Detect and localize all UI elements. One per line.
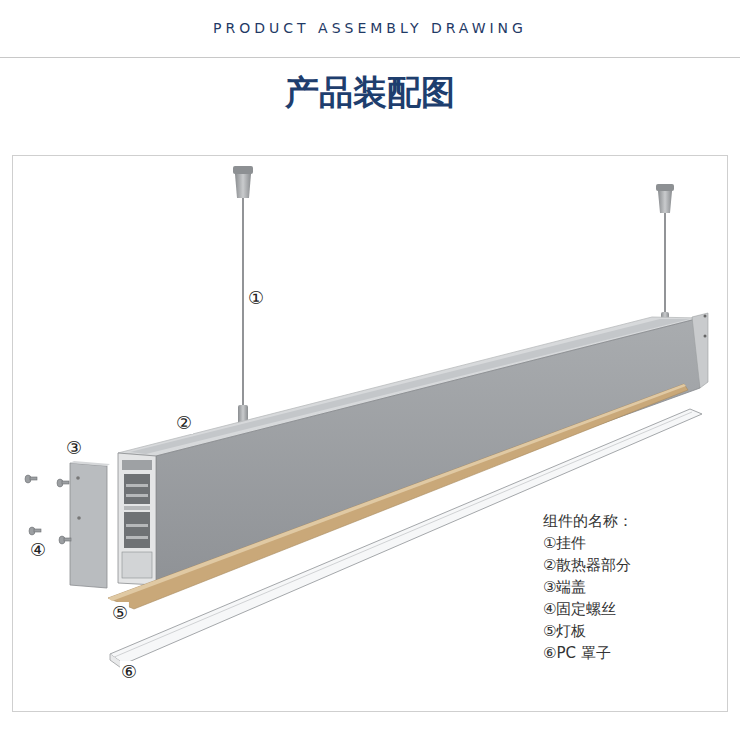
led-board — [108, 384, 688, 609]
parts-list-item: ⑤灯板 — [543, 622, 586, 640]
callout-number: ⑥ — [120, 661, 138, 683]
pc-cover — [110, 409, 702, 670]
parts-list-item: ⑥PC 罩子 — [543, 644, 611, 662]
parts-list-item: ④固定螺丝 — [543, 600, 616, 618]
header-rule — [0, 57, 740, 58]
page-title: 产品装配图 — [285, 72, 455, 113]
callout-number: ① — [247, 287, 265, 309]
callout-number: ③ — [65, 437, 83, 459]
parts-list-item: ②散热器部分 — [543, 556, 631, 574]
callout-number: ④ — [29, 539, 47, 561]
end-cap — [70, 461, 110, 588]
parts-list-heading: 组件的名称： — [543, 512, 633, 530]
hanger — [656, 184, 674, 324]
parts-list-item: ③端盖 — [543, 578, 586, 596]
drawing-panel — [13, 156, 728, 712]
header-text: PRODUCT ASSEMBLY DRAWING — [213, 20, 527, 37]
callout-number: ⑤ — [111, 602, 129, 624]
callout-number: ② — [175, 412, 193, 434]
parts-list-item: ①挂件 — [543, 534, 586, 552]
screw — [25, 475, 71, 544]
